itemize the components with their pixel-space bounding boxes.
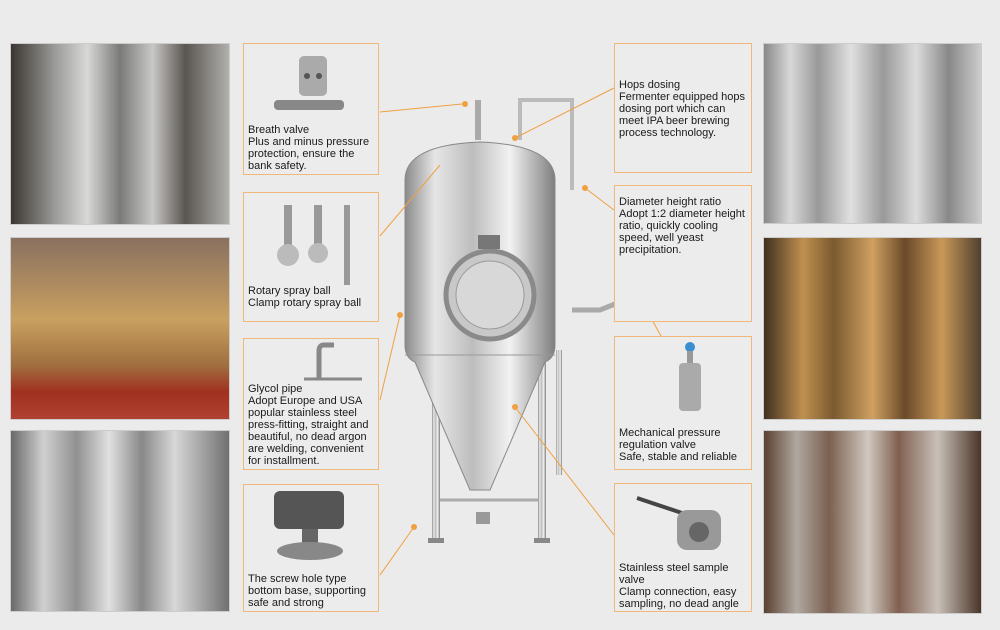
pressure-valve-icon (679, 342, 701, 411)
hops-dosing-text: Hops dosing Fermenter equipped hops dosi… (619, 79, 745, 139)
bottom-base-icon (274, 491, 344, 560)
feature-diameter-ratio: Diameter height ratio Adopt 1:2 diameter… (614, 185, 752, 322)
feature-pressure-valve: Mechanical pressure regulation valve Saf… (614, 336, 752, 470)
feature-breath-valve: Breath valve Plus and minus pressure pro… (243, 43, 379, 175)
leader-lines (379, 87, 662, 576)
brewery-photo-3 (10, 430, 230, 612)
tank (404, 98, 626, 543)
spray-ball-icon (277, 205, 350, 285)
sample-valve-text: Stainless steel sample valve Clamp conne… (619, 562, 739, 610)
bottom-base-text: The screw hole type bottom base, support… (248, 573, 367, 609)
breath-valve-icon (274, 56, 344, 110)
diameter-ratio-text: Diameter height ratio Adopt 1:2 diameter… (619, 196, 745, 256)
sample-valve-icon (636, 496, 721, 550)
feature-sample-valve: Stainless steel sample valve Clamp conne… (614, 483, 752, 612)
spray-ball-text: Rotary spray ball Clamp rotary spray bal… (248, 285, 362, 309)
brewery-photo-6 (763, 430, 982, 614)
pressure-valve-text: Mechanical pressure regulation valve Saf… (619, 427, 738, 463)
glycol-pipe-text: Glycol pipe Adopt Europe and USA popular… (248, 383, 369, 467)
brewery-photo-5 (763, 237, 982, 420)
brewery-photo-1 (10, 43, 230, 225)
breath-valve-text: Breath valve Plus and minus pressure pro… (248, 124, 370, 172)
feature-glycol-pipe: Glycol pipe Adopt Europe and USA popular… (243, 338, 379, 470)
feature-spray-ball: Rotary spray ball Clamp rotary spray bal… (243, 192, 379, 322)
feature-bottom-base: The screw hole type bottom base, support… (243, 484, 379, 612)
feature-hops-dosing: Hops dosing Fermenter equipped hops dosi… (614, 43, 752, 173)
brewery-photo-4 (763, 43, 982, 224)
glycol-pipe-icon (304, 342, 362, 381)
brewery-photo-2 (10, 237, 230, 420)
